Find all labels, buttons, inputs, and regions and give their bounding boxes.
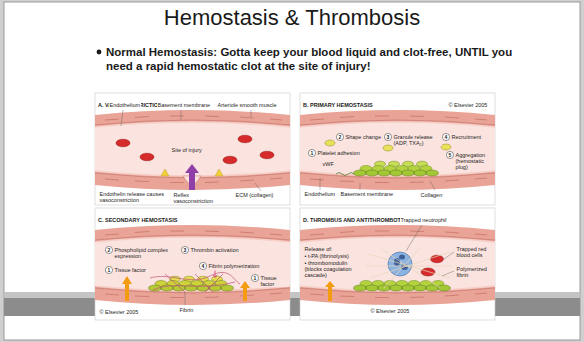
figure-panel: B. PRIMARY HEMOSTASIS xyxy=(300,93,495,205)
part-label: Endothelin release causes vasoconstricti… xyxy=(99,191,172,203)
panel-ground xyxy=(300,208,495,320)
fibrin-strands xyxy=(150,272,240,292)
platelet-layer xyxy=(354,170,439,176)
callout-circle xyxy=(446,151,453,158)
part-label: Site of injury xyxy=(171,147,202,153)
leader-line xyxy=(406,225,454,276)
part-label: © Elsevier 2005 xyxy=(448,102,488,108)
part-label: Fibrin polymerization xyxy=(208,263,260,269)
part-label: Arteriole smooth muscle xyxy=(217,102,277,108)
callout-number: 1 xyxy=(105,267,113,274)
panel-a-art xyxy=(95,93,290,205)
callout-number: 3 xyxy=(181,247,189,254)
part-label: Phospholipid complex expression xyxy=(114,247,171,259)
part-label: Endothelium xyxy=(109,102,141,108)
part-label: © Elsevier 2005 xyxy=(99,309,139,315)
callout-circle xyxy=(442,133,449,140)
part-label: Trapped neutrophil xyxy=(400,217,447,223)
callout-circle xyxy=(199,262,206,269)
part-label: Recruitment xyxy=(451,134,482,140)
part-label: Granule release (ADP, TXA₂) xyxy=(393,134,442,146)
part-label: Basement membrane xyxy=(157,102,211,108)
callout-number: 3 xyxy=(384,134,392,141)
part-label: vWF xyxy=(322,161,334,167)
red-blood-cells xyxy=(116,135,274,164)
vessel xyxy=(95,110,290,190)
part-label: Release of: xyxy=(304,246,333,252)
vessel xyxy=(300,225,495,305)
part-label: Reflex vasoconstriction xyxy=(173,192,224,204)
vessel xyxy=(300,110,495,190)
part-label: Aggregation (hemostatic plug) xyxy=(455,152,494,170)
part-label: Shape change xyxy=(345,134,381,140)
polymerization-arrow xyxy=(213,271,217,278)
panel-b-art xyxy=(300,93,495,205)
bullet-text: Normal Hemostasis: Gotta keep your blood… xyxy=(106,45,538,73)
callout-circle xyxy=(251,274,258,281)
callout-number: 5 xyxy=(446,152,454,159)
part-label: Polymerized fibrin xyxy=(456,266,493,278)
callout-number: 2 xyxy=(336,134,344,141)
part-label: • t-PA (fibrinolysis) xyxy=(304,253,349,259)
part-label: © Elsevier 2005 xyxy=(370,308,410,314)
callout-circle xyxy=(105,246,112,253)
leader-line xyxy=(185,292,186,305)
callout-circle xyxy=(105,266,112,273)
part-label: Tissue factor xyxy=(260,275,289,287)
vessel xyxy=(95,225,290,305)
part-label: Tissue factor xyxy=(114,267,146,273)
callout-number: 4 xyxy=(199,263,207,270)
part-label: Endothelium xyxy=(304,191,336,197)
part-label: • thrombomodulin (blocks coagulation cas… xyxy=(304,260,363,278)
panel-c-art xyxy=(95,208,290,320)
panel-ground xyxy=(300,93,495,205)
leader-line xyxy=(320,178,435,190)
callout-number: 2 xyxy=(105,247,113,254)
part-label: Basement membrane xyxy=(340,191,394,197)
callout-circle xyxy=(181,246,188,253)
callout-circle xyxy=(384,133,391,140)
callout-circle xyxy=(308,149,315,156)
fibrin-mesh xyxy=(366,248,452,288)
bullet-dot xyxy=(97,50,102,55)
callout-number: 4 xyxy=(442,134,450,141)
part-label: Fibrin xyxy=(179,307,194,313)
reflex-arrow xyxy=(185,164,199,190)
panel-ground xyxy=(95,93,290,205)
callout-circle xyxy=(336,133,343,140)
release-arrow xyxy=(325,281,335,301)
panel-ground xyxy=(95,208,290,320)
part-label: Platelet adhesion xyxy=(317,150,360,156)
slide-title: Hemostasis & Thrombosis xyxy=(0,5,584,31)
vwf-strand xyxy=(336,173,354,176)
leader-line xyxy=(121,110,261,191)
part-label: Trapped red blood cells xyxy=(456,246,495,258)
panel-heading: B. PRIMARY HEMOSTASIS xyxy=(303,102,373,108)
part-label: ECM (collagen) xyxy=(235,192,274,198)
platelet-layer xyxy=(354,285,451,291)
callout-number: 1 xyxy=(251,275,259,282)
figure-panel: C. SECONDARY HEMOSTASIS xyxy=(95,208,290,320)
callout-number: 1 xyxy=(308,150,316,157)
part-label: Thrombin activation xyxy=(190,247,239,253)
slide-ground xyxy=(4,2,580,340)
tissue-factor-arrow xyxy=(122,276,250,301)
part-label: Collagen xyxy=(420,192,443,198)
panel-heading: C. SECONDARY HEMOSTASIS xyxy=(98,217,177,223)
panel-d-art xyxy=(300,208,495,320)
